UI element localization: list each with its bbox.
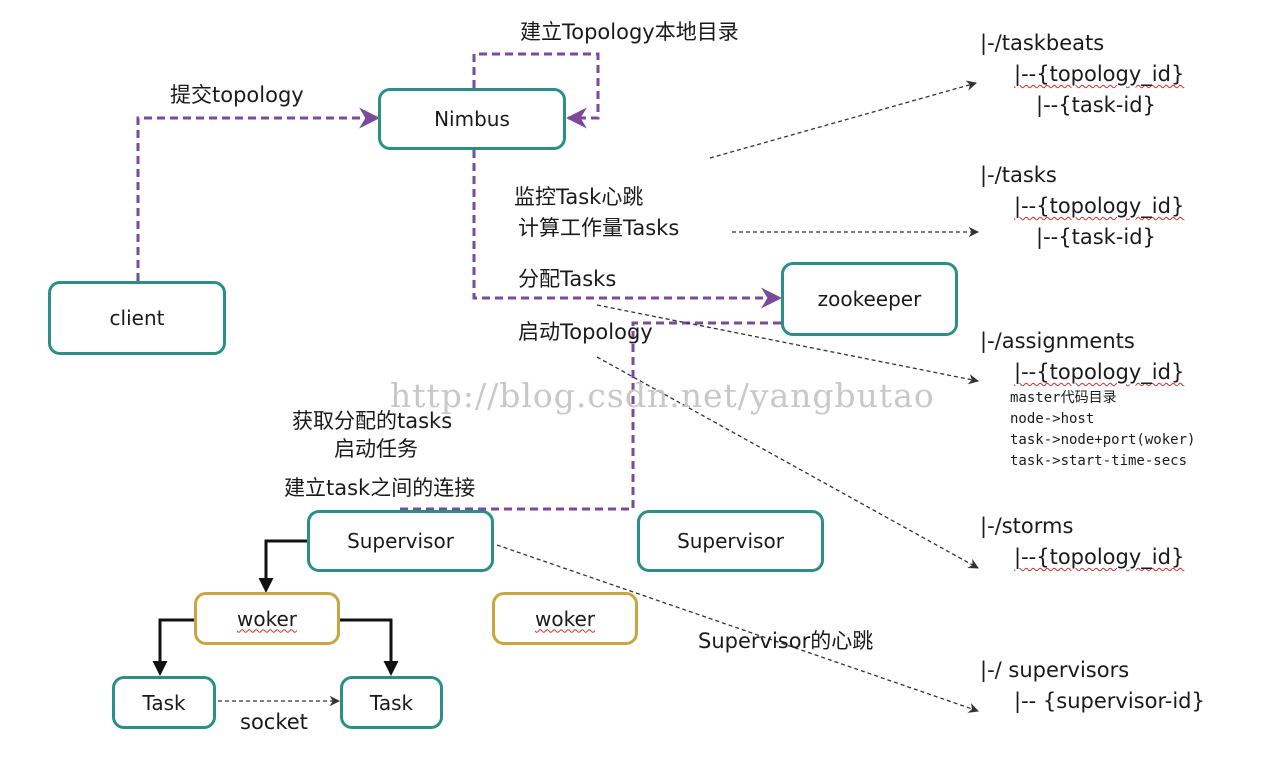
zk-supervisors-tree: |-/ supervisors |-- {supervisor-id}	[980, 655, 1205, 717]
assign-tasks-label: 分配Tasks	[518, 267, 617, 291]
zk-assignments-root: |-/assignments	[980, 329, 1135, 353]
zookeeper-label: zookeeper	[817, 287, 922, 311]
zk-tasks-root: |-/tasks	[980, 163, 1057, 187]
supervisor-node-1[interactable]: Supervisor	[307, 510, 494, 572]
supervisor-label: Supervisor	[677, 529, 784, 553]
supervisor-heartbeat-link	[496, 544, 979, 713]
zk-tasks-tree: |-/tasks |--{topology_id} |--{task-id}	[980, 160, 1184, 253]
socket-label: socket	[240, 710, 308, 734]
supervisor-fetch-arrow	[400, 312, 871, 511]
woker-node-1[interactable]: woker	[194, 592, 340, 645]
zk-storms-topology-id: |--{topology_id}	[1014, 545, 1185, 569]
start-job-label: 启动任务	[334, 437, 418, 461]
zk-storms-root: |-/storms	[980, 514, 1074, 538]
zk-assignment-field: master代码目录	[1010, 390, 1117, 406]
zk-assignment-field: node->host	[1010, 411, 1095, 427]
zk-supervisors-root: |-/ supervisors	[980, 658, 1130, 682]
client-label: client	[109, 306, 165, 330]
zk-assignments-tree: |-/assignments |--{topology_id} master代码…	[980, 326, 1195, 472]
zk-taskbeats-tree: |-/taskbeats |--{topology_id} |--{task-i…	[980, 28, 1184, 121]
submit-topology-label: 提交topology	[170, 83, 304, 107]
task-label: Task	[369, 690, 414, 715]
zk-supervisors-id: |-- {supervisor-id}	[1014, 689, 1205, 713]
build-connections-label: 建立task之间的连接	[284, 476, 476, 500]
woker-label: woker	[535, 606, 595, 631]
nimbus-label: Nimbus	[434, 107, 510, 131]
zk-tasks-topology-id: |--{topology_id}	[1014, 194, 1185, 218]
start-topology-label: 启动Topology	[518, 320, 653, 344]
woker-to-task1-arrow	[152, 618, 194, 676]
zk-assignment-field: task->node+port(woker)	[1010, 432, 1196, 448]
task-node-1[interactable]: Task	[112, 676, 216, 729]
zk-taskbeats-topology-id: |--{topology_id}	[1014, 62, 1185, 86]
supervisor-node-2[interactable]: Supervisor	[637, 510, 824, 572]
watermark-text: http://blog.csdn.net/yangbutao	[390, 376, 935, 415]
heartbeat-link-taskbeats	[709, 80, 978, 159]
supervisor-label: Supervisor	[347, 529, 454, 553]
zk-taskbeats-root: |-/taskbeats	[980, 31, 1105, 55]
submit-topology-arrow	[136, 107, 381, 281]
supervisor-to-woker-arrow	[258, 539, 307, 593]
woker-label: woker	[237, 606, 297, 631]
task-label: Task	[142, 690, 186, 715]
local-dir-loop-arrow	[472, 52, 600, 129]
start-link-storms	[596, 356, 979, 569]
woker-to-task2-arrow	[340, 618, 399, 676]
zookeeper-node[interactable]: zookeeper	[781, 262, 958, 336]
zk-taskbeats-task-id: |--{task-id}	[1036, 93, 1156, 117]
supervisor-heartbeat-label: Supervisor的心跳	[698, 629, 874, 653]
monitor-heartbeat-label: 监控Task心跳	[514, 185, 644, 209]
fetch-tasks-label: 获取分配的tasks	[292, 409, 453, 433]
woker-node-2[interactable]: woker	[492, 592, 638, 645]
zk-tasks-task-id: |--{task-id}	[1036, 225, 1156, 249]
compute-workload-label: 计算工作量Tasks	[518, 216, 680, 240]
zk-assignment-field: task->start-time-secs	[1010, 453, 1188, 469]
zk-storms-tree: |-/storms |--{topology_id}	[980, 511, 1184, 573]
client-node[interactable]: client	[48, 281, 226, 355]
assign-link-assignments	[596, 304, 980, 385]
build-local-dir-label: 建立Topology本地目录	[520, 20, 739, 44]
assign-tasks-arrow	[472, 150, 783, 309]
nimbus-node[interactable]: Nimbus	[378, 88, 566, 150]
zk-assignments-topology-id: |--{topology_id}	[1014, 360, 1185, 384]
task-node-2[interactable]: Task	[340, 676, 443, 729]
